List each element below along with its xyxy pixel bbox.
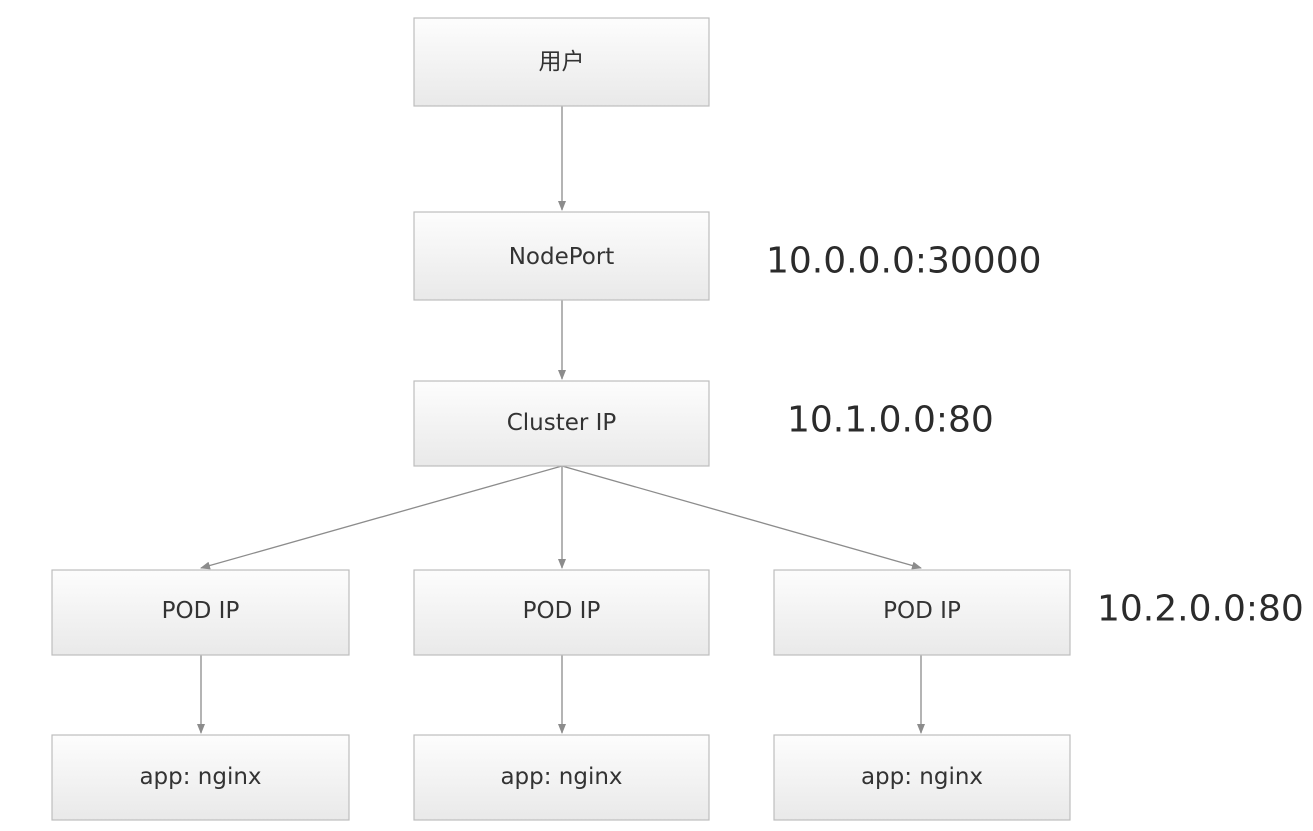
edge-cluster-ip-pod-3 — [561, 465, 922, 570]
node-nodeport: NodePort — [413, 211, 710, 301]
node-pod-2-label: POD IP — [523, 598, 601, 624]
node-app-2-label: app: nginx — [500, 764, 622, 790]
connectors — [197, 106, 925, 734]
node-app-1-label: app: nginx — [139, 764, 261, 790]
nodeport-address-label: 10.0.0.0:30000 — [766, 241, 1042, 282]
node-app-3: app: nginx — [773, 734, 1071, 821]
node-cluster-ip: Cluster IP — [413, 380, 710, 467]
node-app-3-label: app: nginx — [861, 764, 983, 790]
node-cluster-ip-label: Cluster IP — [507, 410, 617, 436]
node-user-label: 用户 — [539, 49, 585, 75]
node-pod-3-label: POD IP — [883, 598, 961, 624]
pod-ip-address-label: 10.2.0.0:80 — [1097, 589, 1304, 630]
node-pod-1-label: POD IP — [162, 598, 240, 624]
edge-cluster-ip-pod-1 — [200, 465, 563, 570]
node-pod-3: POD IP — [773, 569, 1071, 656]
node-nodeport-label: NodePort — [509, 244, 615, 270]
node-app-2: app: nginx — [413, 734, 710, 821]
node-pod-1: POD IP — [51, 569, 350, 656]
node-user: 用户 — [413, 17, 710, 107]
node-app-1: app: nginx — [51, 734, 350, 821]
cluster-ip-address-label: 10.1.0.0:80 — [787, 400, 994, 441]
node-pod-2: POD IP — [413, 569, 710, 656]
